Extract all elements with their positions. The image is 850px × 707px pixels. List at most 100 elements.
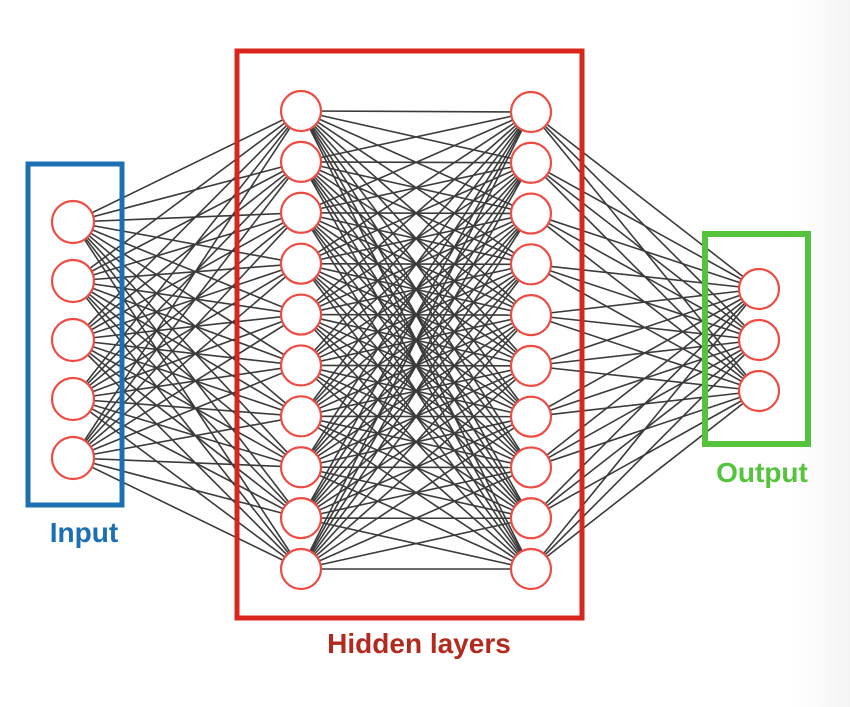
- neuron-node-hidden-2: [509, 446, 553, 489]
- connection-line: [300, 110, 532, 113]
- connection-line: [72, 457, 302, 519]
- connection-line: [72, 212, 302, 459]
- neuron-node-hidden-2: [509, 294, 553, 337]
- connection-line: [72, 221, 302, 417]
- neuron-node-input: [50, 376, 96, 422]
- neuron-node-hidden-1: [279, 89, 323, 133]
- input-box: [25, 161, 125, 508]
- connection-line: [72, 339, 302, 468]
- neuron-node-hidden-2: [509, 497, 553, 540]
- connection-line: [72, 212, 302, 400]
- connection-line: [72, 280, 302, 418]
- connection-line: [300, 263, 532, 570]
- connection-line: [300, 517, 532, 570]
- neuron-node-output: [737, 318, 781, 362]
- neuron-node-input: [50, 317, 96, 363]
- connection-line: [72, 161, 302, 459]
- connection-line: [72, 364, 302, 459]
- connection-line: [72, 221, 302, 468]
- connection-line: [300, 415, 532, 570]
- connection-line: [72, 263, 302, 459]
- neuron-node-hidden-2: [509, 395, 553, 438]
- connection-line: [300, 111, 532, 570]
- connection-line: [300, 365, 532, 570]
- neuron-node-output: [737, 369, 781, 413]
- neuron-node-input: [50, 435, 96, 481]
- connection-line: [300, 111, 532, 316]
- neuron-node-hidden-2: [509, 547, 553, 591]
- connection-line: [530, 111, 760, 290]
- neuron-node-output: [737, 267, 781, 311]
- connection-line: [72, 457, 302, 570]
- connection-line: [72, 221, 302, 570]
- connection-line: [72, 339, 302, 367]
- connection-line: [72, 110, 302, 341]
- connection-line: [72, 313, 302, 400]
- connection-line: [72, 415, 302, 459]
- neuron-node-hidden-1: [279, 293, 323, 336]
- connection-line: [530, 288, 760, 469]
- connection-line: [72, 262, 302, 341]
- neuron-node-hidden-1: [279, 497, 323, 540]
- connection-line: [72, 262, 302, 400]
- connection-line: [72, 221, 302, 519]
- connection-line: [72, 110, 302, 459]
- connection-line: [300, 466, 532, 570]
- connection-line: [300, 111, 532, 366]
- layer-boxes: [25, 48, 811, 621]
- connection-line: [72, 211, 302, 223]
- connection-line: [72, 398, 302, 570]
- neuron-node-input: [50, 258, 96, 304]
- connection-line: [72, 398, 302, 468]
- neuron-node-hidden-1: [279, 140, 323, 183]
- connection-line: [530, 288, 760, 418]
- neuron-node-hidden-1: [279, 395, 323, 438]
- neuron-node-hidden-2: [509, 141, 553, 184]
- connection-line: [72, 364, 302, 400]
- connection-line: [72, 212, 302, 341]
- output-layer-label: Output: [716, 457, 808, 488]
- connection-line: [72, 262, 302, 282]
- input-layer-label: Input: [50, 517, 118, 548]
- connection-line: [72, 280, 302, 367]
- layer-labels: Input Hidden layers Output: [50, 457, 808, 659]
- connection-line: [530, 263, 760, 290]
- connection-line: [72, 280, 302, 316]
- connection-line: [72, 221, 302, 367]
- neuron-node-hidden-2: [509, 344, 553, 387]
- connection-line: [530, 288, 760, 316]
- connection-line: [72, 161, 302, 282]
- connection-line: [530, 288, 760, 519]
- connection-line: [300, 314, 532, 570]
- neuron-nodes: [50, 89, 781, 591]
- connection-line: [530, 288, 760, 570]
- connection-line: [300, 111, 532, 519]
- connection-line: [72, 398, 302, 418]
- connection-line: [72, 110, 302, 282]
- connection-line: [72, 339, 302, 418]
- connection-line: [72, 110, 302, 223]
- connection-line: [72, 339, 302, 570]
- neuron-node-input: [50, 199, 96, 245]
- connection-line: [300, 213, 532, 570]
- connection-line: [72, 161, 302, 400]
- connection-line: [530, 339, 760, 570]
- connection-line: [530, 212, 760, 290]
- connection-line: [72, 212, 302, 282]
- neuron-node-hidden-2: [509, 90, 553, 134]
- connection-line: [300, 111, 532, 265]
- connection-line: [530, 162, 760, 290]
- connection-line: [72, 313, 302, 459]
- connection-line: [72, 221, 302, 265]
- connection-line: [72, 398, 302, 519]
- neuron-node-hidden-1: [279, 547, 323, 591]
- neuron-node-hidden-2: [509, 243, 553, 286]
- connection-line: [300, 111, 532, 417]
- connection-line: [530, 390, 760, 570]
- connection-lines: [72, 110, 760, 570]
- connection-line: [72, 339, 302, 519]
- connection-line: [72, 457, 302, 469]
- hidden-layers-label: Hidden layers: [327, 628, 511, 659]
